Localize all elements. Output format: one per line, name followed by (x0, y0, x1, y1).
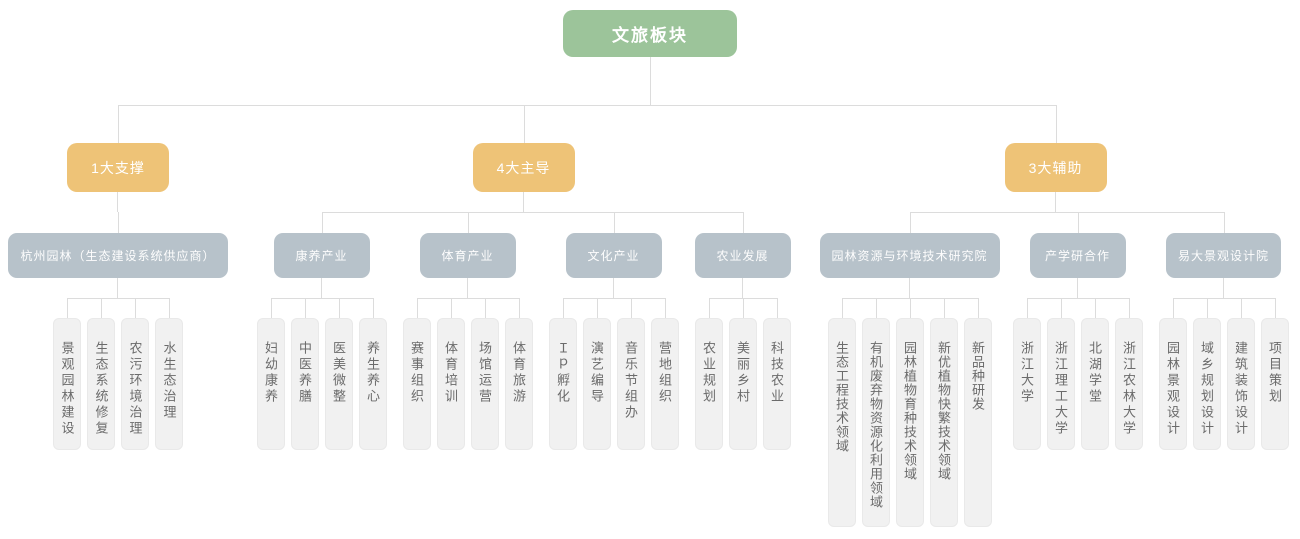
group-sports-industry: 体育产业 赛事组织 体育培训 场馆运营 体育旅游 (394, 212, 541, 450)
leaf-node: 浙江大学 (1012, 318, 1041, 450)
leaf-row: 浙江大学 浙江理工大学 北湖学堂 浙江农林大学 (1010, 298, 1146, 450)
leaf-row: 妇幼康养 中医养膳 医美微整 养生养心 (254, 298, 390, 450)
leaf-node: 新品种研发 (963, 318, 992, 527)
group-node: 易大景观设计院 (1166, 233, 1282, 278)
branch-lead: 4大主导 康养产业 妇幼康养 中医养膳 医美微整 养生养心 (240, 105, 807, 450)
leaf-row: 园林景观设计 域乡规划设计 建筑装饰设计 项目策划 (1156, 298, 1292, 450)
group-node: 农业发展 (694, 233, 791, 278)
connector-line (909, 278, 910, 298)
leaf-node: 北湖学堂 (1080, 318, 1109, 450)
connector-line (467, 278, 468, 298)
leaf-node: 浙江农林大学 (1114, 318, 1143, 450)
connector-line (1077, 278, 1079, 298)
leaf-row: 赛事组织 体育培训 场馆运营 体育旅游 (400, 298, 536, 450)
connector-line (117, 278, 119, 298)
leaf-node: 生态工程技术领域 (827, 318, 856, 527)
leaf-node: 体育培训 (436, 318, 465, 450)
leaf-node: 赛事组织 (402, 318, 431, 450)
leaf-node: 医美微整 (324, 318, 353, 450)
leaf-row: Ｉｐ孵化 演艺编导 音乐节组办 营地组织 (546, 298, 682, 450)
leaf-node: 建筑装饰设计 (1226, 318, 1255, 450)
root-node: 文旅板块 (563, 10, 737, 57)
group-landscape-design-institute: 易大景观设计院 园林景观设计 域乡规划设计 建筑装饰设计 项目策划 (1150, 212, 1297, 450)
branch-node: 3大辅助 (1004, 143, 1107, 192)
group-agriculture-development: 农业发展 农业规划 美丽乡村 科技农业 (686, 212, 799, 450)
connector-line (523, 192, 524, 212)
leaf-node: 妇幼康养 (256, 318, 285, 450)
group-research-institute: 园林资源与环境技术研究院 生态工程技术领域 有机废弃物资源化利用领域 园林植物育… (815, 212, 1005, 527)
leaf-node: 演艺编导 (582, 318, 611, 450)
group-node: 康养产业 (273, 233, 370, 278)
leaf-node: 有机废弃物资源化利用领域 (861, 318, 890, 527)
leaf-row: 农业规划 美丽乡村 科技农业 (692, 298, 794, 450)
leaf-node: 体育旅游 (504, 318, 533, 450)
leaf-node: Ｉｐ孵化 (548, 318, 577, 450)
group-health-industry: 康养产业 妇幼康养 中医养膳 医美微整 养生养心 (249, 212, 395, 450)
group-culture-industry: 文化产业 Ｉｐ孵化 演艺编导 音乐节组办 营地组织 (540, 212, 687, 450)
group-node: 园林资源与环境技术研究院 (819, 233, 1000, 278)
connector-line (1055, 192, 1056, 212)
branch-node: 1大支撑 (66, 143, 169, 192)
leaf-node: 域乡规划设计 (1192, 318, 1221, 450)
group-industry-academia-cooperation: 产学研合作 浙江大学 浙江理工大学 北湖学堂 浙江农林大学 (1004, 212, 1151, 450)
leaf-row: 景观园林建设 生态系统修复 农污环境治理 水生态治理 (50, 298, 186, 450)
leaf-node: 科技农业 (762, 318, 791, 450)
connector-line (1223, 278, 1225, 298)
leaf-node: 水生态治理 (154, 318, 183, 450)
leaf-node: 浙江理工大学 (1046, 318, 1075, 450)
branch-row: 1大支撑 杭州园林（生态建设系统供应商） 景观园林建设 生态系统修复 农污环境治… (0, 105, 1300, 527)
leaf-node: 项目策划 (1260, 318, 1289, 450)
branch-node: 4大主导 (472, 143, 575, 192)
group-node: 杭州园林（生态建设系统供应商） (8, 233, 228, 278)
leaf-node: 营地组织 (650, 318, 679, 450)
leaf-node: 景观园林建设 (52, 318, 81, 450)
branch-support: 1大支撑 杭州园林（生态建设系统供应商） 景观园林建设 生态系统修复 农污环境治… (0, 105, 241, 450)
leaf-node: 农业规划 (694, 318, 723, 450)
group-hangzhou-garden: 杭州园林（生态建设系统供应商） 景观园林建设 生态系统修复 农污环境治理 水生态… (3, 212, 232, 450)
group-node: 产学研合作 (1029, 233, 1126, 278)
leaf-node: 园林景观设计 (1158, 318, 1187, 450)
leaf-row: 生态工程技术领域 有机废弃物资源化利用领域 园林植物育种技术领域 新优植物快繁技… (825, 298, 995, 527)
leaf-node: 农污环境治理 (120, 318, 149, 450)
connector-line (649, 57, 651, 105)
branch-auxiliary: 3大辅助 园林资源与环境技术研究院 生态工程技术领域 有机废弃物资源化利用领域 … (806, 105, 1300, 527)
connector-line (613, 278, 614, 298)
leaf-node: 新优植物快繁技术领域 (929, 318, 958, 527)
leaf-node: 养生养心 (358, 318, 387, 450)
leaf-node: 中医养膳 (290, 318, 319, 450)
leaf-node: 生态系统修复 (86, 318, 115, 450)
leaf-node: 园林植物育种技术领域 (895, 318, 924, 527)
leaf-node: 场馆运营 (470, 318, 499, 450)
group-row: 康养产业 妇幼康养 中医养膳 医美微整 养生养心 体育产业 (249, 212, 799, 450)
connector-line (321, 278, 322, 298)
group-node: 体育产业 (419, 233, 516, 278)
group-node: 文化产业 (565, 233, 662, 278)
leaf-node: 音乐节组办 (616, 318, 645, 450)
leaf-node: 美丽乡村 (728, 318, 757, 450)
group-row: 杭州园林（生态建设系统供应商） 景观园林建设 生态系统修复 农污环境治理 水生态… (3, 212, 232, 450)
connector-line (742, 278, 743, 298)
connector-line (117, 192, 119, 212)
group-row: 园林资源与环境技术研究院 生态工程技术领域 有机废弃物资源化利用领域 园林植物育… (815, 212, 1297, 527)
